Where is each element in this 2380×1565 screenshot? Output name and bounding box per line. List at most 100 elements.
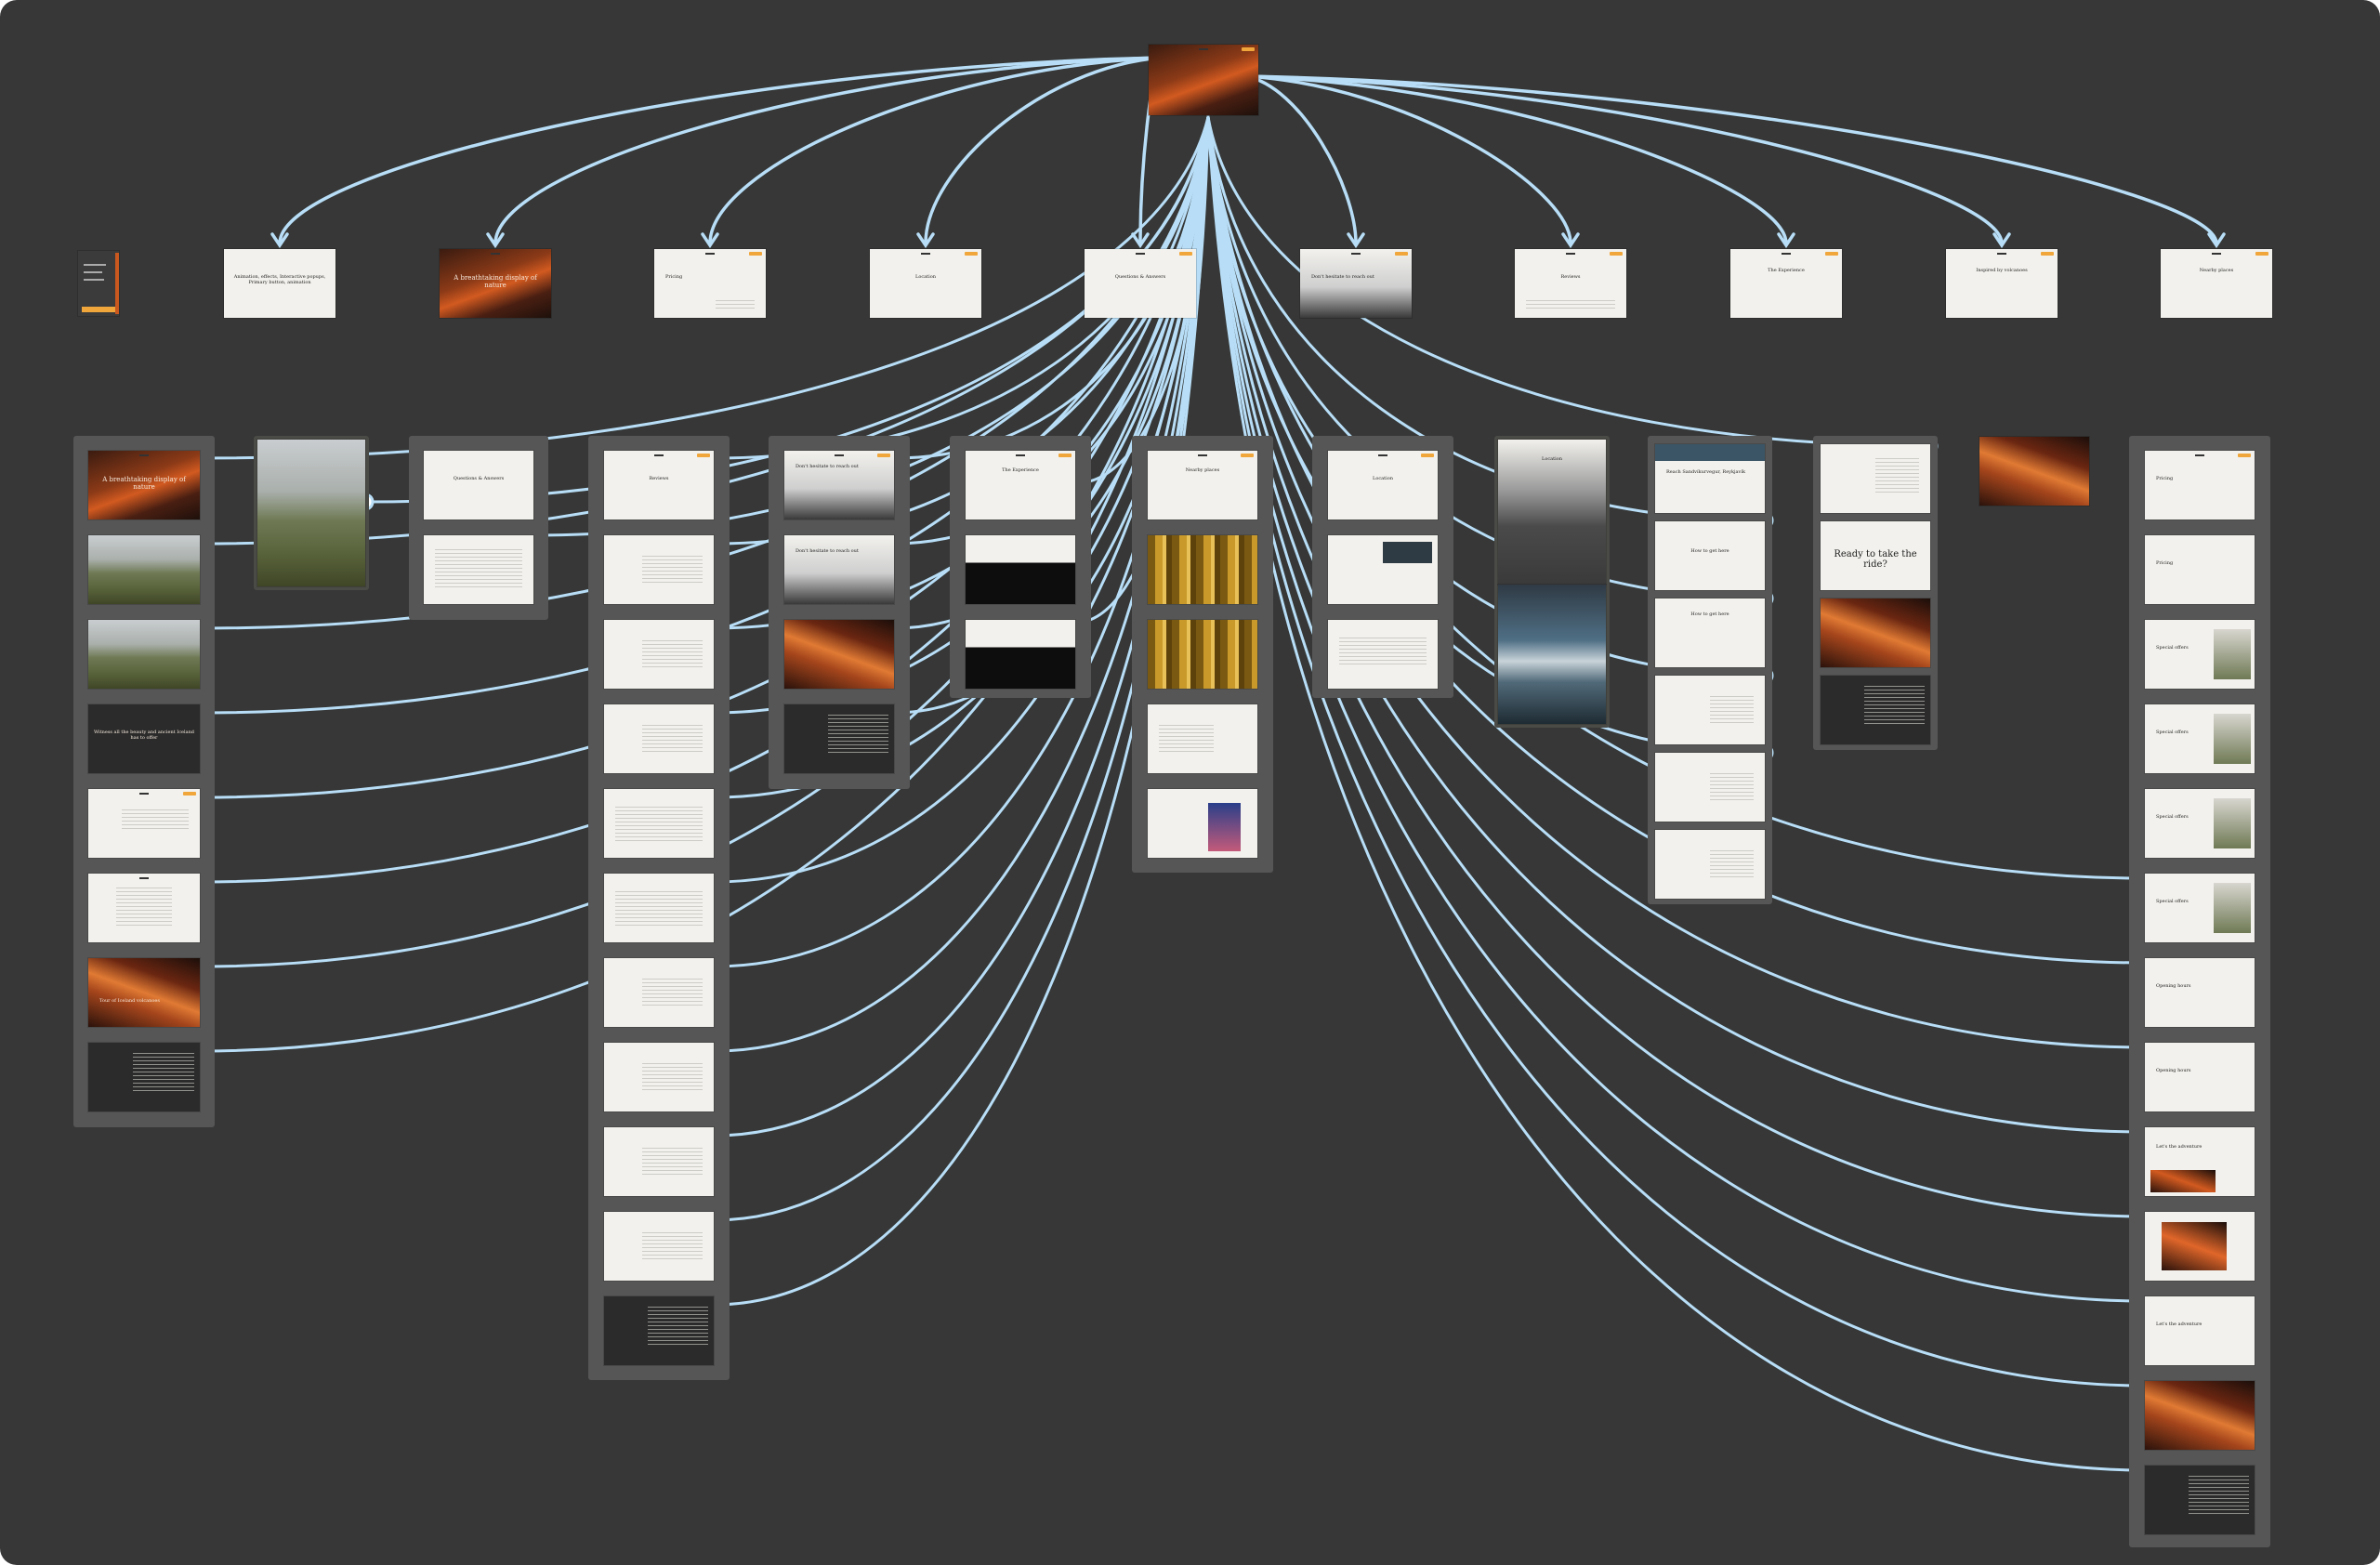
frame-c1-3[interactable] <box>88 620 200 689</box>
column-directions[interactable] <box>1648 436 1772 904</box>
frame-rv-7[interactable] <box>604 958 714 1027</box>
nav-cta-button[interactable] <box>1242 47 1255 51</box>
nav-cta-button[interactable] <box>1179 252 1192 256</box>
nav-cta-button[interactable] <box>965 252 978 256</box>
frame-title: Pricing <box>2156 476 2174 482</box>
frame-lc-3[interactable] <box>1328 620 1438 689</box>
frame-nb-2[interactable] <box>1148 535 1257 604</box>
frame-lc-2[interactable] <box>1328 535 1438 604</box>
frame-cta-2[interactable]: Ready to take the ride? <box>1821 521 1930 590</box>
nav-cta-button[interactable] <box>1825 252 1838 256</box>
section-animation[interactable]: Animation, effects, Interactive popups, … <box>224 249 335 318</box>
frame-rv-4[interactable] <box>604 704 714 773</box>
frame-ex-3[interactable] <box>966 620 1075 689</box>
section-contact[interactable]: Don't hesitate to reach out <box>1300 249 1412 318</box>
section-hero[interactable]: A breathtaking display of nature <box>440 249 551 318</box>
frame-nb-5[interactable] <box>1148 789 1257 858</box>
section-pricing[interactable]: Pricing <box>654 249 766 318</box>
frame-pr-1[interactable]: Pricing <box>2145 451 2255 519</box>
root-home-frame[interactable] <box>1149 45 1258 115</box>
nav-cta-button[interactable] <box>1395 252 1408 256</box>
wire-arrow <box>1777 232 1795 249</box>
frame-pr-9[interactable]: Let's the adventure <box>2145 1127 2255 1196</box>
frame-nb-1[interactable]: Nearby places <box>1148 451 1257 519</box>
frame-dr-1[interactable]: Reach Sandvíkurvegur, Reykjavík <box>1655 444 1765 513</box>
frame-pr-footer[interactable] <box>2145 1466 2255 1534</box>
frame-c1-6[interactable] <box>88 874 200 942</box>
nav-cta-button[interactable] <box>697 454 710 457</box>
frame-nb-3[interactable] <box>1148 620 1257 689</box>
frame-pr-10[interactable] <box>2145 1212 2255 1281</box>
frame-c1-2[interactable] <box>88 535 200 604</box>
frame-dr-3[interactable]: How to get here <box>1655 598 1765 667</box>
frame-qa-1[interactable]: Questions & Answers <box>424 451 533 519</box>
frame-c1-footer[interactable] <box>88 1043 200 1111</box>
nav-cta-button[interactable] <box>1241 454 1254 457</box>
frame-pr-3[interactable]: Special offers <box>2145 620 2255 689</box>
frame-dr-6[interactable] <box>1655 830 1765 899</box>
frame-la-1[interactable]: Location <box>1498 440 1606 585</box>
frame-ex-2[interactable] <box>966 535 1075 604</box>
frame-rv-footer[interactable] <box>604 1296 714 1365</box>
frame-la-2[interactable] <box>1498 585 1606 724</box>
frame-cta-3[interactable] <box>1821 598 1930 667</box>
frame-rv-5[interactable] <box>604 789 714 858</box>
nav-cta-button[interactable] <box>1421 454 1434 457</box>
frame-content <box>642 1148 703 1176</box>
frame-pr-4[interactable]: Special offers <box>2145 704 2255 773</box>
frame-pr-7[interactable]: Opening hours <box>2145 958 2255 1027</box>
wire-root-to-section <box>1243 74 1358 245</box>
section-location[interactable]: Location <box>870 249 981 318</box>
frame-c1-7[interactable]: Tour of Iceland volcanoes <box>88 958 200 1027</box>
frame-dr-2[interactable]: How to get here <box>1655 521 1765 590</box>
frame-lc-1[interactable]: Location <box>1328 451 1438 519</box>
frame-ct-3[interactable] <box>784 620 894 689</box>
frame-rv-8[interactable] <box>604 1043 714 1111</box>
frame-rv-2[interactable] <box>604 535 714 604</box>
frame-pr-2[interactable]: Pricing <box>2145 535 2255 604</box>
frame-nb-4[interactable] <box>1148 704 1257 773</box>
frame-c2-1[interactable] <box>257 440 365 586</box>
frame-rv-9[interactable] <box>604 1127 714 1196</box>
frame-pr-8[interactable]: Opening hours <box>2145 1043 2255 1111</box>
frame-ct-footer[interactable] <box>784 704 894 773</box>
nav-cta-button[interactable] <box>2041 252 2054 256</box>
nav-cta-button[interactable] <box>183 792 196 796</box>
section-reviews[interactable]: Reviews <box>1515 249 1626 318</box>
frame-rv-6[interactable] <box>604 874 714 942</box>
frame-ct-1[interactable]: Don't hesitate to reach out <box>784 451 894 519</box>
nav-cta-button[interactable] <box>2255 252 2268 256</box>
frame-pr-11[interactable]: Let's the adventure <box>2145 1296 2255 1365</box>
frame-c1-5[interactable] <box>88 789 200 858</box>
frame-pr-6[interactable]: Special offers <box>2145 874 2255 942</box>
frame-cta-1[interactable] <box>1821 444 1930 513</box>
offer-image <box>2214 714 2251 764</box>
frame-title: Let's the adventure <box>2156 1322 2202 1328</box>
frame-rv-10[interactable] <box>604 1212 714 1281</box>
section-experience[interactable]: The Experience <box>1730 249 1842 318</box>
frame-ct-2[interactable]: Don't hesitate to reach out <box>784 535 894 604</box>
component-legend[interactable] <box>78 251 119 316</box>
frame-pr-5[interactable]: Special offers <box>2145 789 2255 858</box>
section-qa[interactable]: Questions & Answers <box>1085 249 1196 318</box>
frame-cta-footer[interactable] <box>1821 676 1930 744</box>
nav-cta-button[interactable] <box>1059 454 1072 457</box>
section-inspired[interactable]: Inspired by volcanoes <box>1946 249 2058 318</box>
frame-qa-2[interactable] <box>424 535 533 604</box>
wire-fan <box>198 115 1210 1053</box>
frame-dr-5[interactable] <box>1655 753 1765 822</box>
frame-c1-hero[interactable]: A breathtaking display of nature <box>88 451 200 519</box>
frame-rv-1[interactable]: Reviews <box>604 451 714 519</box>
frame-lava-thumb[interactable] <box>1979 437 2089 506</box>
nav-cta-button[interactable] <box>749 252 762 256</box>
frame-ex-1[interactable]: The Experience <box>966 451 1075 519</box>
frame-rv-3[interactable] <box>604 620 714 689</box>
frame-dr-4[interactable] <box>1655 676 1765 744</box>
frame-pr-12[interactable] <box>2145 1381 2255 1450</box>
frame-c1-4[interactable]: Witness all the beauty and ancient Icela… <box>88 704 200 773</box>
nav-cta-button[interactable] <box>1610 252 1623 256</box>
nav-cta-button[interactable] <box>877 454 890 457</box>
nav-cta-button[interactable] <box>2238 454 2251 457</box>
section-nearby[interactable]: Nearby places <box>2161 249 2272 318</box>
